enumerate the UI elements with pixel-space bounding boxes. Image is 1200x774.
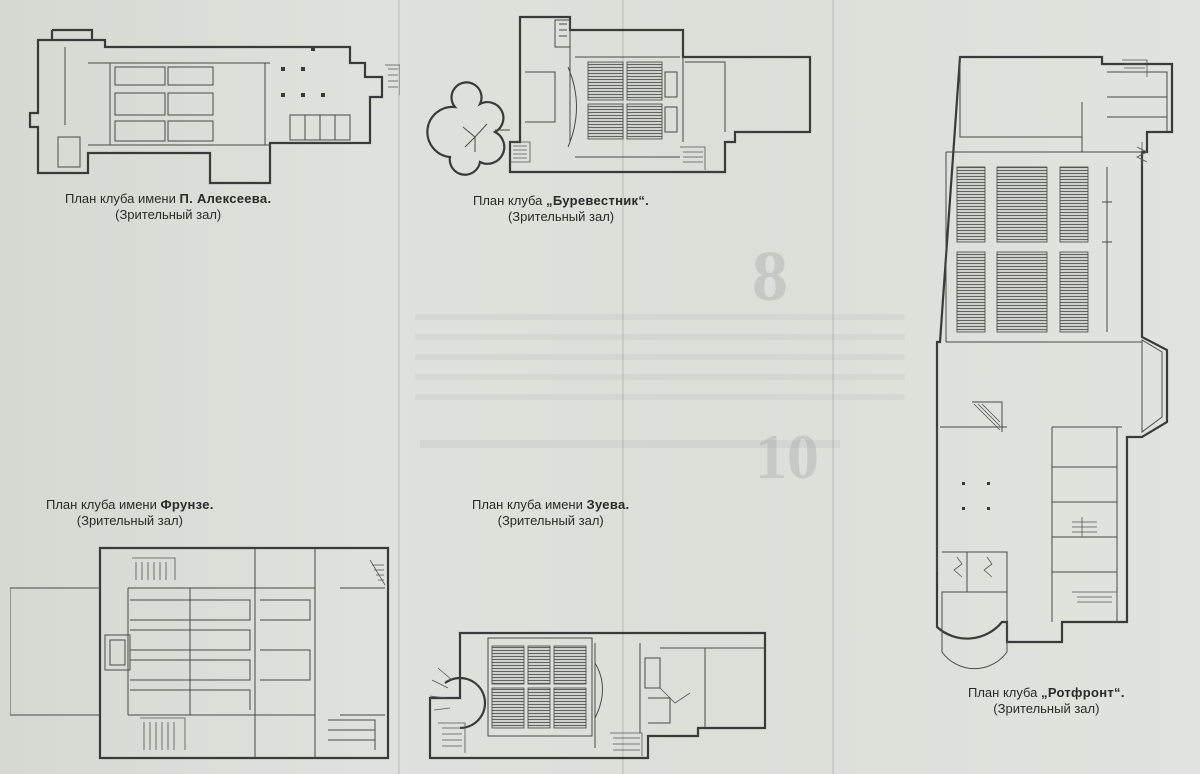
caption-zuev: План клуба имени Зуева. (Зрительный зал) [472, 497, 629, 529]
floor-plan-rotfront [932, 52, 1177, 692]
bleed-through-text-block [415, 300, 905, 410]
caption-frunze-sub: (Зрительный зал) [76, 513, 183, 528]
floor-plan-burevestnik [425, 12, 825, 182]
caption-rotfront-sub: (Зрительный зал) [993, 701, 1100, 716]
caption-frunze: План клуба имени Фрунзе. (Зрительный зал… [46, 497, 214, 529]
caption-burevestnik-prefix: План клуба [473, 193, 543, 208]
bleed-through-figure-number: 10 [755, 421, 819, 492]
caption-alekseev-sub: (Зрительный зал) [115, 207, 222, 222]
page-fold-line [398, 0, 400, 774]
floor-plan-zuev [420, 628, 800, 763]
caption-burevestnik-name: „Буревестник“. [546, 193, 650, 208]
caption-burevestnik-sub: (Зрительный зал) [507, 209, 615, 224]
caption-zuev-prefix: План клуба имени [472, 497, 583, 512]
caption-alekseev: План клуба имени П. Алексеева. (Зрительн… [65, 191, 271, 223]
caption-alekseev-name: П. Алексеева. [179, 191, 272, 206]
caption-zuev-sub: (Зрительный зал) [497, 513, 604, 528]
floor-plan-alekseev [20, 25, 400, 185]
caption-burevestnik: План клуба „Буревестник“. (Зрительный за… [473, 193, 649, 225]
page-fold-line [622, 0, 624, 774]
caption-rotfront-prefix: План клуба [968, 685, 1038, 700]
floor-plan-frunze [10, 540, 395, 765]
bleed-through-page-number: 8 [752, 236, 788, 316]
caption-rotfront-name: „Ротфронт“. [1041, 685, 1125, 700]
caption-frunze-name: Фрунзе. [160, 497, 214, 512]
caption-alekseev-prefix: План клуба имени [65, 191, 176, 206]
page-fold-line [832, 0, 834, 774]
caption-rotfront: План клуба „Ротфронт“. (Зрительный зал) [968, 685, 1125, 717]
caption-frunze-prefix: План клуба имени [46, 497, 157, 512]
caption-zuev-name: Зуева. [586, 497, 630, 512]
bleed-through-text-line [420, 440, 840, 448]
